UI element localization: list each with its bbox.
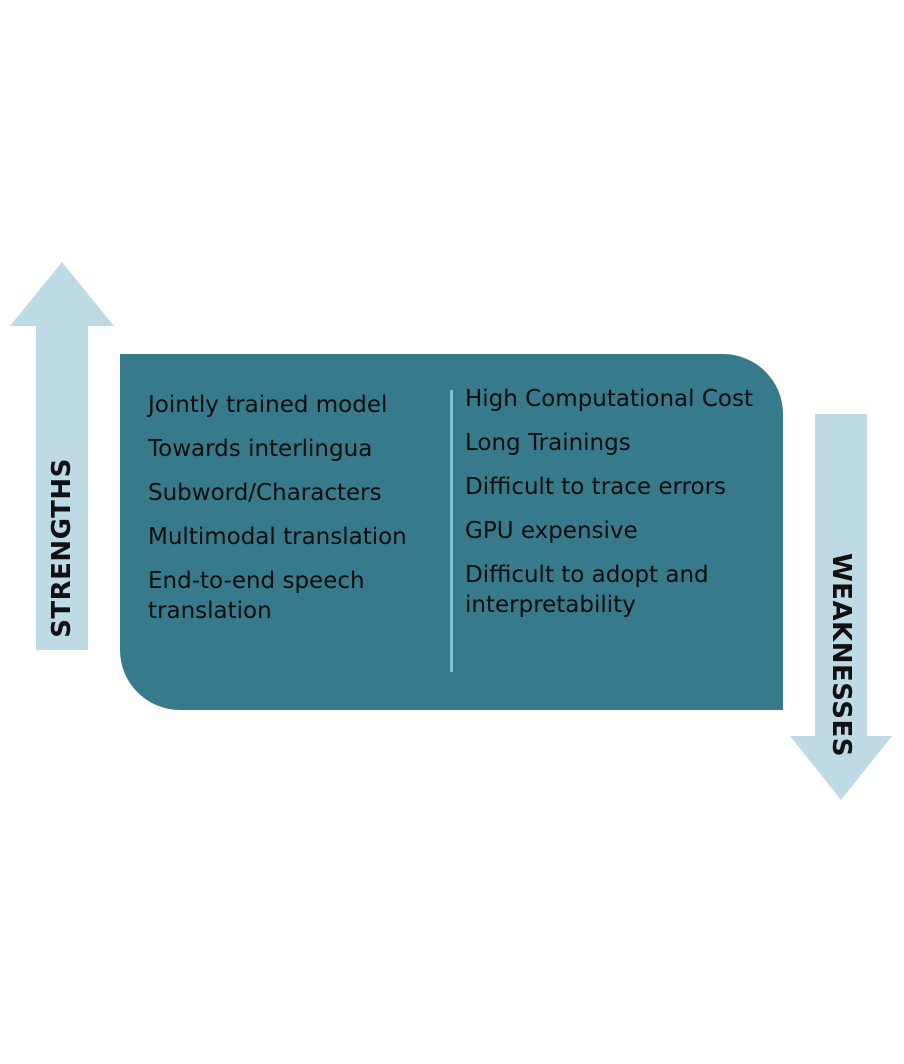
weakness-item: GPU expensive xyxy=(465,518,638,544)
weaknesses-down-arrow xyxy=(790,414,892,800)
column-divider xyxy=(450,390,453,672)
weakness-item: Difficult to adopt and interpretability xyxy=(465,562,709,618)
strength-item: End-to-end speech translation xyxy=(148,568,365,624)
weakness-item: High Computational Cost xyxy=(465,386,753,412)
strength-item: Multimodal translation xyxy=(148,524,407,550)
weaknesses-label: WEAKNESSES xyxy=(826,553,856,757)
strength-item: Jointly trained model xyxy=(148,392,388,418)
strength-item: Towards interlingua xyxy=(148,436,373,462)
strengths-list: Jointly trained model Towards interlingu… xyxy=(148,390,438,640)
weakness-item: Difficult to trace errors xyxy=(465,474,727,500)
weakness-item: Long Trainings xyxy=(465,430,631,456)
strengths-label: STRENGTHS xyxy=(47,458,77,638)
strength-item: Subword/Characters xyxy=(148,480,382,506)
weaknesses-list: High Computational Cost Long Trainings D… xyxy=(465,384,765,634)
strengths-up-arrow xyxy=(10,262,114,650)
